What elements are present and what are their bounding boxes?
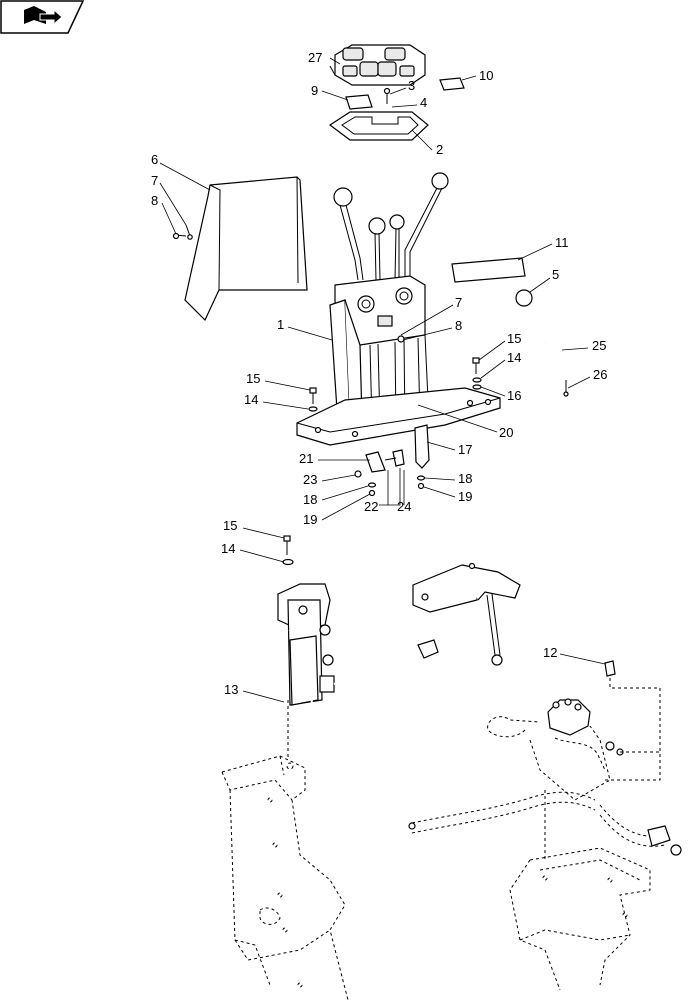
callout-24: 24 <box>397 499 412 514</box>
frame-left-dashed <box>221 755 349 1000</box>
washer-18-right <box>416 475 426 481</box>
bezel-2 <box>328 111 429 141</box>
callout-3: 3 <box>408 78 416 93</box>
callout-26: 26 <box>593 367 608 382</box>
bolt-15-lower <box>283 535 291 555</box>
callout-11: 11 <box>555 235 569 250</box>
bracket-17 <box>414 424 430 469</box>
callout-15-left: 15 <box>246 371 261 386</box>
callout-25: 25 <box>592 338 607 353</box>
valve-13 <box>273 535 335 760</box>
callout-15-right: 15 <box>507 331 522 346</box>
callout-21: 21 <box>299 451 314 466</box>
callout-13: 13 <box>224 682 239 697</box>
screw-7a <box>185 224 193 240</box>
callout-17: 17 <box>458 442 473 457</box>
callout-2: 2 <box>436 142 444 157</box>
leader-lines <box>159 57 606 703</box>
nut-23 <box>354 470 362 478</box>
callout-16: 16 <box>507 388 522 403</box>
callout-27: 27 <box>308 50 323 65</box>
callout-22: 22 <box>364 499 379 514</box>
knob-5 <box>515 289 533 307</box>
nav-badge[interactable] <box>0 0 85 34</box>
callout-20: 20 <box>499 425 514 440</box>
callout-18-left: 18 <box>303 492 318 507</box>
nut-19-left <box>368 489 376 497</box>
washer-16 <box>472 384 482 390</box>
callout-1: 1 <box>277 317 285 332</box>
cover-6 <box>184 176 308 322</box>
callout-19-left: 19 <box>303 512 318 527</box>
washer-14-left <box>308 406 318 412</box>
callout-8-top: 8 <box>151 193 159 208</box>
bolt-15-left <box>309 387 317 404</box>
frame-right-dashed <box>408 660 682 991</box>
washer-14-lower <box>282 558 294 566</box>
callout-15-lower: 15 <box>223 518 238 533</box>
callout-14-right: 14 <box>507 350 522 365</box>
callout-18-right: 18 <box>458 471 473 486</box>
book-arrow-icon <box>24 6 63 26</box>
callout-4: 4 <box>420 95 428 110</box>
washer-14-right <box>472 377 482 383</box>
callout-14-lower: 14 <box>221 541 236 556</box>
screw-8a <box>172 232 187 240</box>
callout-5: 5 <box>552 267 560 282</box>
fitting-12 <box>604 660 616 677</box>
callout-10: 10 <box>479 68 494 83</box>
callout-19-right: 19 <box>458 489 473 504</box>
fitting-26 <box>563 380 569 397</box>
callout-7-mid: 7 <box>455 295 463 310</box>
callout-8-mid: 8 <box>455 318 463 333</box>
lever-assembly-1 <box>296 172 501 446</box>
decal-10 <box>439 77 465 91</box>
callout-23: 23 <box>303 472 318 487</box>
callout-6: 6 <box>151 152 159 167</box>
screw-8b <box>397 335 405 343</box>
clamp-21-22 <box>365 449 405 473</box>
mounting-bracket <box>412 562 521 666</box>
callout-12: 12 <box>543 645 558 660</box>
washer-18-left <box>367 482 377 488</box>
decal-11 <box>451 257 526 283</box>
callout-9: 9 <box>311 83 319 98</box>
screw-3 <box>383 87 391 104</box>
nut-19-right <box>417 482 425 490</box>
callout-14-left: 14 <box>244 392 259 407</box>
bolt-15-right <box>472 357 480 374</box>
callout-7-top: 7 <box>151 173 159 188</box>
decal-9 <box>345 94 373 110</box>
control-panel-27 <box>329 44 426 86</box>
